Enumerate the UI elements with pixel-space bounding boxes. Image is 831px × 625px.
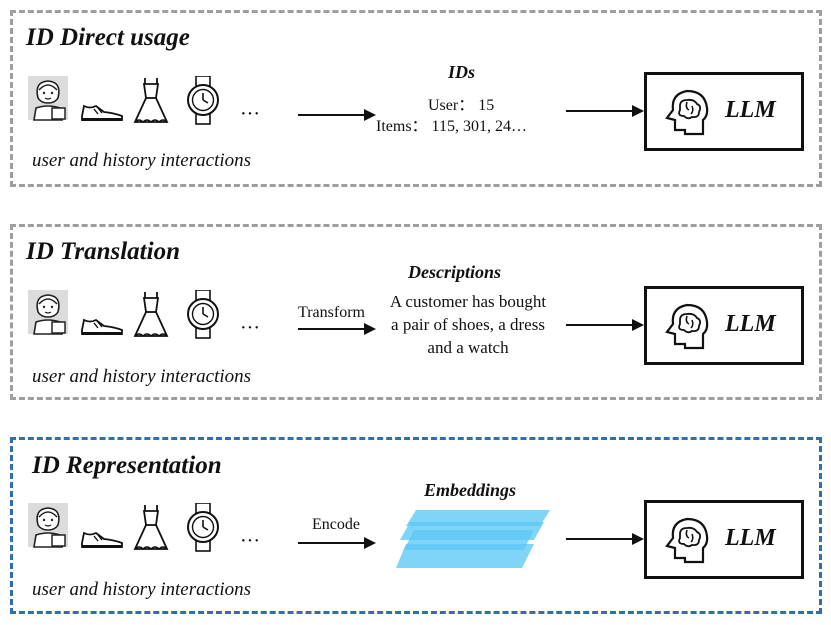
llm-label: LLM bbox=[725, 97, 776, 123]
brain-icon bbox=[665, 89, 709, 136]
llm-label: LLM bbox=[725, 525, 776, 551]
arrow-label-transform: Transform bbox=[298, 304, 365, 321]
sneaker-icon bbox=[81, 318, 123, 335]
brain-icon bbox=[665, 303, 709, 350]
panel-title: ID Representation bbox=[32, 452, 222, 479]
arrow-to-ids bbox=[298, 109, 376, 121]
panel-title: ID Direct usage bbox=[26, 24, 190, 51]
watch-icon bbox=[187, 503, 219, 552]
panel-id-translation bbox=[10, 224, 822, 400]
interaction-icons: ··· bbox=[28, 76, 260, 125]
mid-line-items: Items： 115, 301, 24… bbox=[376, 118, 527, 135]
arrow-to-llm bbox=[566, 533, 644, 545]
watch-icon bbox=[187, 76, 219, 125]
panel-caption: user and history interactions bbox=[32, 150, 252, 171]
sneaker-icon bbox=[81, 104, 123, 121]
panel-id-direct-usage bbox=[10, 10, 822, 187]
dress-icon bbox=[133, 505, 169, 550]
llm-box: LLM bbox=[644, 72, 804, 151]
ellipsis: ··· bbox=[240, 530, 260, 552]
arrow-to-descriptions bbox=[298, 323, 376, 335]
shopper-icon bbox=[28, 290, 68, 335]
sneaker-icon bbox=[81, 531, 123, 548]
arrow-to-embeddings bbox=[298, 537, 376, 549]
brain-icon bbox=[665, 517, 709, 564]
llm-box: LLM bbox=[644, 500, 804, 579]
arrow-to-llm bbox=[566, 105, 644, 117]
shopper-icon bbox=[28, 503, 68, 548]
ellipsis: ··· bbox=[240, 317, 260, 339]
panel-caption: user and history interactions bbox=[32, 579, 252, 600]
llm-box: LLM bbox=[644, 286, 804, 365]
panel-title: ID Translation bbox=[26, 238, 180, 265]
llm-label: LLM bbox=[725, 311, 776, 337]
embeddings-graphic bbox=[396, 510, 550, 568]
interaction-icons: ··· bbox=[28, 290, 260, 339]
dress-icon bbox=[133, 292, 169, 337]
dress-icon bbox=[133, 78, 169, 123]
mid-title: Embeddings bbox=[424, 480, 517, 500]
watch-icon bbox=[187, 290, 219, 339]
panel-caption: user and history interactions bbox=[32, 366, 252, 387]
ellipsis: ··· bbox=[240, 103, 260, 125]
arrow-label-encode: Encode bbox=[312, 516, 360, 533]
shopper-icon bbox=[28, 76, 68, 121]
arrow-to-llm bbox=[566, 319, 644, 331]
description-text: A customer has bought a pair of shoes, a… bbox=[389, 292, 547, 357]
mid-title: Descriptions bbox=[408, 262, 502, 282]
interaction-icons: ··· bbox=[28, 503, 260, 552]
mid-title: IDs bbox=[448, 62, 476, 82]
mid-line-user: User： 15 bbox=[428, 97, 495, 114]
panel-id-representation bbox=[10, 437, 822, 614]
